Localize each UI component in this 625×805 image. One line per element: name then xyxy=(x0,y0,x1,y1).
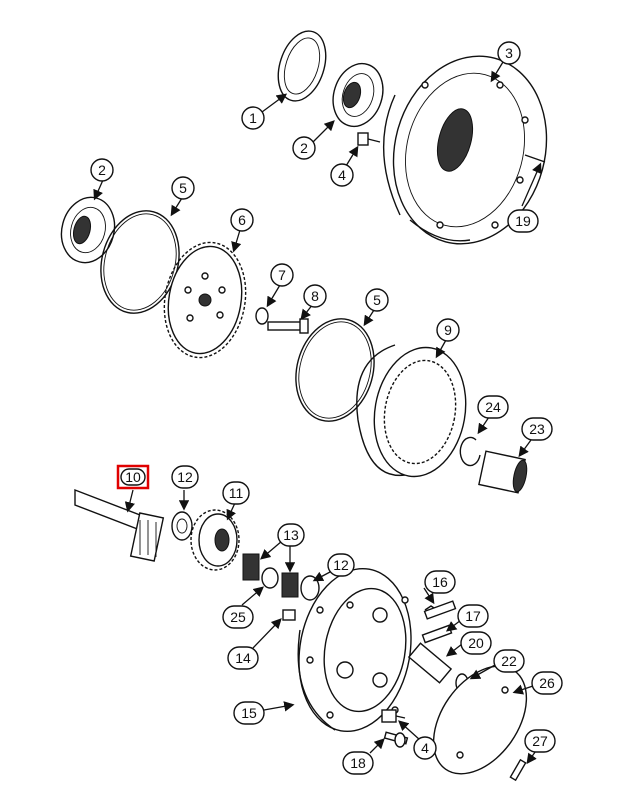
cover-part xyxy=(432,665,528,775)
callout-2-top: 2 xyxy=(292,136,316,160)
svg-text:26: 26 xyxy=(539,675,555,691)
callout-14: 14 xyxy=(227,646,259,670)
svg-text:8: 8 xyxy=(311,288,319,304)
svg-text:9: 9 xyxy=(444,322,452,338)
svg-text:22: 22 xyxy=(501,653,517,669)
svg-text:2: 2 xyxy=(300,140,308,156)
svg-text:3: 3 xyxy=(505,45,513,61)
sun-gear-shaft-part xyxy=(74,488,165,562)
spring-part-17 xyxy=(421,624,453,644)
callout-17: 17 xyxy=(457,604,489,628)
svg-text:13: 13 xyxy=(283,527,299,543)
spacer-part xyxy=(261,567,279,589)
large-gear-part xyxy=(163,241,247,359)
bearing-part-top xyxy=(332,62,384,128)
callout-12-right: 12 xyxy=(327,553,355,577)
spring-part-16 xyxy=(423,600,457,620)
callout-11: 11 xyxy=(222,481,250,505)
callout-23: 23 xyxy=(521,417,553,441)
svg-text:2: 2 xyxy=(98,162,106,178)
snap-ring-part xyxy=(459,436,481,467)
callout-24: 24 xyxy=(477,395,509,419)
svg-text:20: 20 xyxy=(468,635,484,651)
callout-25: 25 xyxy=(222,605,254,629)
callout-1: 1 xyxy=(241,106,265,130)
callout-22: 22 xyxy=(493,649,525,673)
callout-8: 8 xyxy=(303,284,327,308)
svg-text:6: 6 xyxy=(238,212,246,228)
svg-text:15: 15 xyxy=(241,705,257,721)
callout-3: 3 xyxy=(497,41,521,65)
seal-ring-part xyxy=(277,30,327,102)
svg-text:17: 17 xyxy=(465,608,481,624)
callout-18: 18 xyxy=(342,751,374,775)
o-ring-part-mid xyxy=(295,318,375,422)
svg-text:12: 12 xyxy=(333,557,349,573)
ring-gear-part xyxy=(356,344,467,478)
callout-4-lower: 4 xyxy=(413,736,437,760)
callout-13: 13 xyxy=(277,523,305,547)
callout-5-mid: 5 xyxy=(365,288,389,312)
planet-pin-part xyxy=(407,642,453,684)
carrier-part xyxy=(297,567,412,733)
callout-26: 26 xyxy=(531,671,563,695)
sleeve-part xyxy=(478,450,528,494)
svg-text:5: 5 xyxy=(179,180,187,196)
leader-lines xyxy=(93,61,542,765)
housing-part xyxy=(383,55,548,245)
needle-bearing-part-2 xyxy=(281,572,299,598)
pin-part xyxy=(282,609,296,621)
bolt-part-top xyxy=(357,132,381,146)
callout-2-left: 2 xyxy=(90,158,114,182)
svg-text:23: 23 xyxy=(529,421,545,437)
callout-7: 7 xyxy=(270,263,294,287)
bearing-part-left xyxy=(60,196,116,264)
svg-text:11: 11 xyxy=(229,485,244,501)
svg-text:12: 12 xyxy=(177,469,193,485)
bolt-part-mid xyxy=(267,318,309,334)
planet-gear-part xyxy=(190,509,240,571)
callout-9: 9 xyxy=(436,318,460,342)
callout-4-top: 4 xyxy=(330,163,354,187)
svg-text:10: 10 xyxy=(125,469,141,485)
callout-20: 20 xyxy=(460,631,492,655)
thrust-washer-part-right xyxy=(300,575,320,601)
callout-16: 16 xyxy=(424,570,456,594)
svg-text:14: 14 xyxy=(235,650,251,666)
callout-5-left: 5 xyxy=(171,176,195,200)
svg-text:24: 24 xyxy=(485,399,501,415)
svg-text:7: 7 xyxy=(278,267,286,283)
washer-part xyxy=(255,307,269,325)
callout-27: 27 xyxy=(524,729,556,753)
svg-text:18: 18 xyxy=(350,755,366,771)
svg-text:5: 5 xyxy=(373,292,381,308)
svg-text:25: 25 xyxy=(230,609,246,625)
needle-bearing-part-1 xyxy=(242,553,260,581)
screw-part xyxy=(509,758,527,782)
svg-text:16: 16 xyxy=(432,574,448,590)
bolt-part-18 xyxy=(383,731,409,748)
callout-10-highlighted: 10 xyxy=(116,464,150,490)
thrust-washer-part-left xyxy=(171,511,193,541)
callout-19: 19 xyxy=(507,209,539,233)
callout-15: 15 xyxy=(233,701,265,725)
svg-text:4: 4 xyxy=(421,740,429,756)
svg-text:19: 19 xyxy=(515,213,531,229)
svg-text:1: 1 xyxy=(249,110,257,126)
callout-6: 6 xyxy=(230,208,254,232)
callout-12-left: 12 xyxy=(171,465,199,489)
svg-text:4: 4 xyxy=(338,167,346,183)
svg-text:27: 27 xyxy=(532,733,548,749)
bolt-part-lower xyxy=(381,709,406,723)
